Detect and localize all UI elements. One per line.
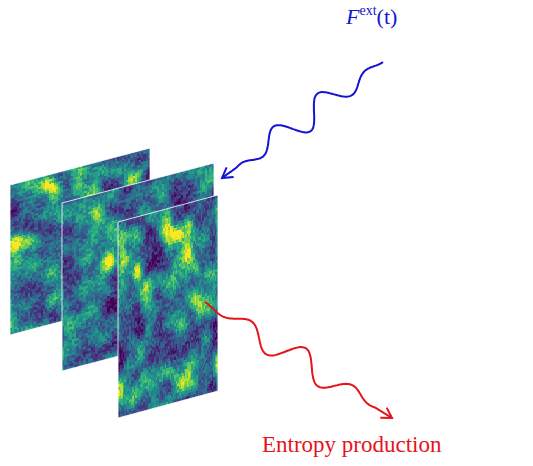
force-wave [222, 62, 383, 178]
force-symbol: F [346, 4, 359, 29]
field-panel [118, 195, 218, 418]
entropy-arrowhead [380, 408, 392, 418]
force-superscript: ext [359, 3, 376, 18]
entropy-label: Entropy production [262, 432, 442, 458]
entropy-wave [205, 302, 392, 418]
panel-edge [118, 195, 218, 418]
force-arrowhead [222, 167, 234, 178]
entropy-text: Entropy production [262, 432, 442, 457]
field-panels [10, 148, 218, 418]
force-label: Fext(t) [346, 4, 397, 30]
force-argument: (t) [377, 4, 398, 29]
